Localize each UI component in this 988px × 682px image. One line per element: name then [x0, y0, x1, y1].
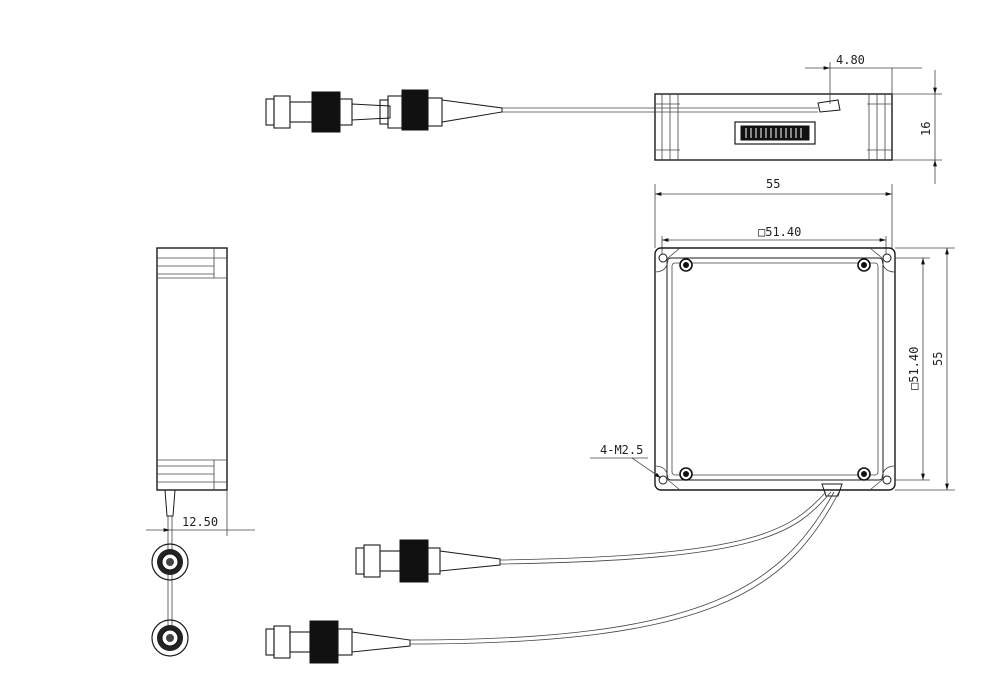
- dim-depth-inner: □51.40: [895, 257, 930, 481]
- front-view: [502, 93, 893, 161]
- fiber-boot: [817, 99, 841, 113]
- dim-height-label: 16: [919, 122, 933, 136]
- dim-height: 16: [892, 70, 942, 184]
- fiber-exit-boot: [821, 483, 843, 497]
- screw-icon: [857, 258, 871, 272]
- screw-icon: [857, 467, 871, 481]
- dim-width-inner: □51.40: [661, 225, 887, 254]
- hole-callout: 4-M2.5: [590, 443, 662, 479]
- dim-side-offset-label: 12.50: [182, 515, 218, 529]
- screw-icon: [679, 258, 693, 272]
- fiber-pigtails: [409, 491, 840, 645]
- hole-callout-label: 4-M2.5: [600, 443, 643, 457]
- dim-width-inner-label: □51.40: [758, 225, 801, 239]
- dim-top-offset: 4.80: [805, 53, 922, 104]
- connector-end-view: [151, 543, 189, 581]
- dim-depth-inner-label: □51.40: [907, 347, 921, 390]
- dim-depth-overall-label: 55: [931, 352, 945, 366]
- top-view: 55 □51.40: [590, 177, 955, 497]
- left-end-cap: [655, 94, 680, 160]
- housing-outline: [654, 247, 896, 491]
- lid-inner-edge: [666, 257, 884, 481]
- dim-top-offset-label: 4.80: [836, 53, 865, 67]
- dim-side-offset: 12.50: [146, 490, 255, 536]
- dim-width-overall-label: 55: [766, 177, 780, 191]
- fiber-connector: [265, 620, 411, 664]
- dim-depth-overall: 55: [895, 247, 955, 491]
- screw-icon: [679, 467, 693, 481]
- side-view: [156, 247, 228, 640]
- top-fiber-connectors: [265, 89, 503, 133]
- corner-bosses: [654, 247, 896, 491]
- fiber-connector: [355, 539, 501, 583]
- dim-width-overall: 55: [654, 177, 893, 248]
- connector-end-view: [151, 619, 189, 657]
- side-view-body: [156, 247, 228, 491]
- front-view-body: [654, 93, 893, 161]
- ribbon-connector: [734, 121, 816, 145]
- lid-recess: [671, 262, 879, 476]
- right-end-cap: [867, 94, 892, 160]
